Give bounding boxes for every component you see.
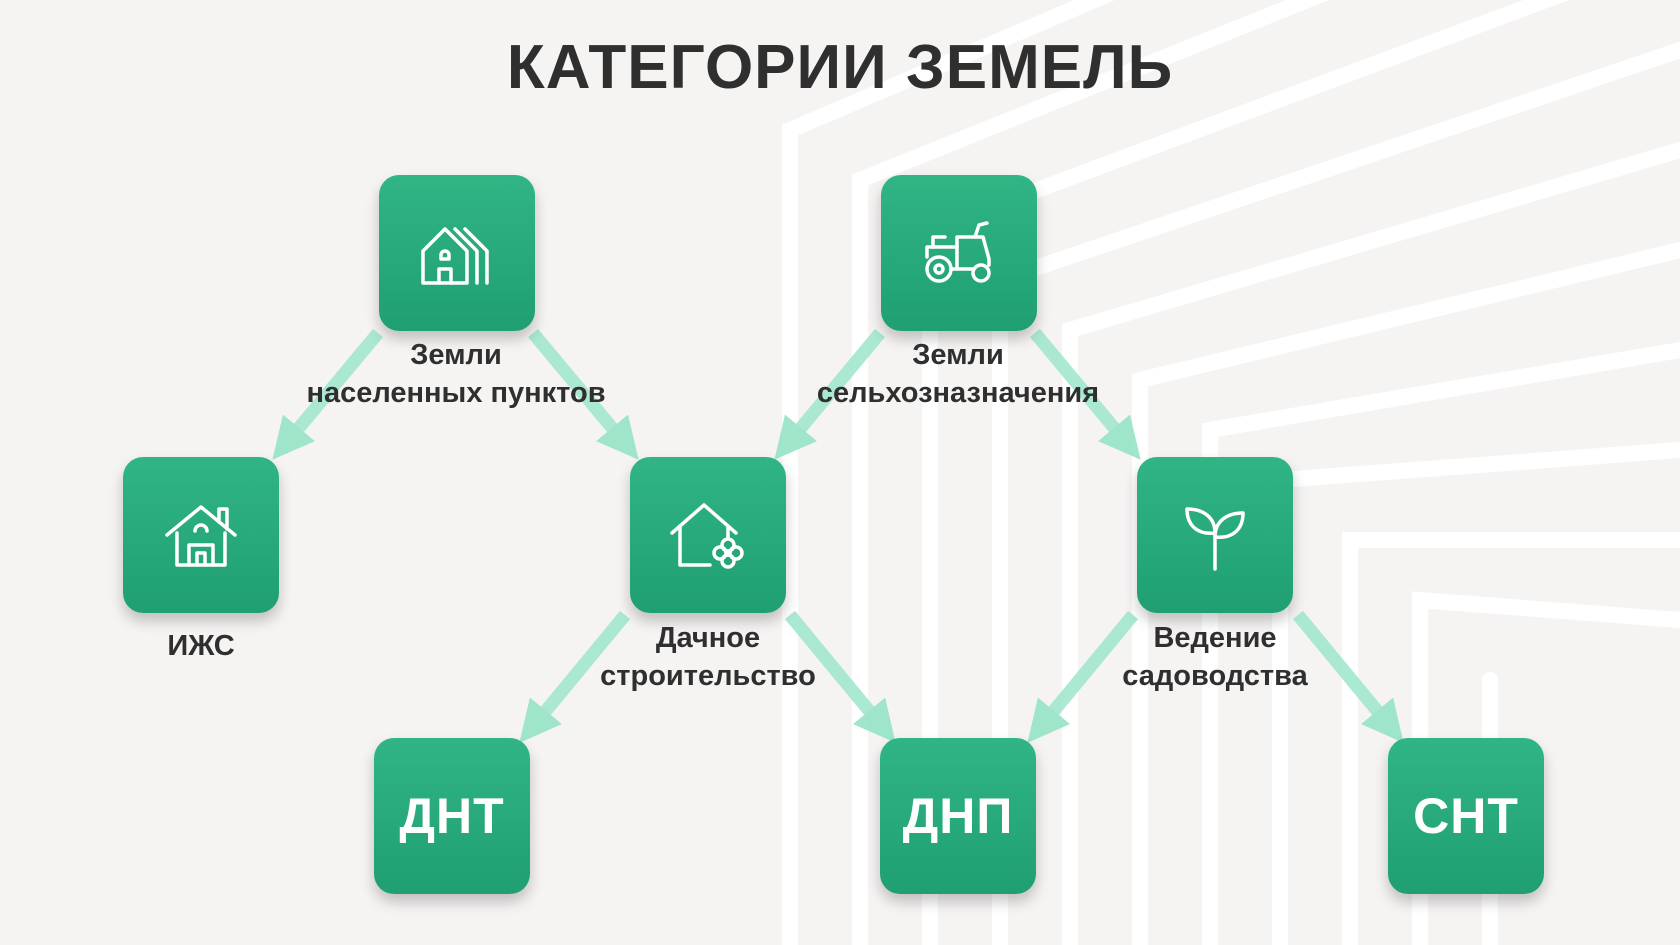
arrow-dacha-dnt [519,610,631,743]
arrow-dacha-dnp [784,610,896,743]
label-agricultural-line1: Земли [912,339,1004,371]
label-dacha-line1: Дачное [655,622,761,654]
arrow-agricultural-dacha [774,328,885,460]
arrow-settlements-dacha [528,328,639,460]
node-settlements [379,175,535,331]
label-gardening-line1: Ведение [1153,622,1277,654]
code-dnt: ДНТ [399,788,505,844]
node-snt: СНТ [1388,738,1544,894]
label-agricultural: Земли сельхозназначения [758,336,1158,412]
page-title: КАТЕГОРИИ ЗЕМЕЛЬ [506,33,1174,102]
node-dnt: ДНТ [374,738,530,894]
label-izhs: ИЖС [101,627,301,665]
arrow-agricultural-gardening [1030,328,1141,460]
label-agricultural-line2: сельхозназначения [816,377,1100,409]
label-izhs-line1: ИЖС [167,630,235,662]
arrow-gardening-snt [1292,610,1404,743]
node-dnp: ДНП [880,738,1036,894]
tractor-icon [925,221,991,283]
node-gardening [1137,457,1293,613]
code-snt: СНТ [1413,788,1519,844]
label-settlements: Земли населенных пунктов [256,336,656,412]
house-flower-icon [670,503,744,569]
sprout-icon [1185,507,1245,571]
node-agricultural [881,175,1037,331]
label-dacha-line2: строительство [600,660,816,692]
arrow-gardening-dnp [1027,610,1139,743]
label-gardening: Ведение садоводства [1015,619,1415,695]
house-icon [165,505,237,567]
buildings-icon [421,227,489,285]
label-gardening-line2: садоводства [1122,660,1308,692]
code-dnp: ДНП [902,788,1014,844]
node-izhs [123,457,279,613]
label-settlements-line1: Земли [410,339,502,371]
label-dacha: Дачное строительство [508,619,908,695]
arrow-settlements-izhs [272,328,383,460]
node-dacha [630,457,786,613]
label-settlements-line2: населенных пунктов [306,377,606,409]
